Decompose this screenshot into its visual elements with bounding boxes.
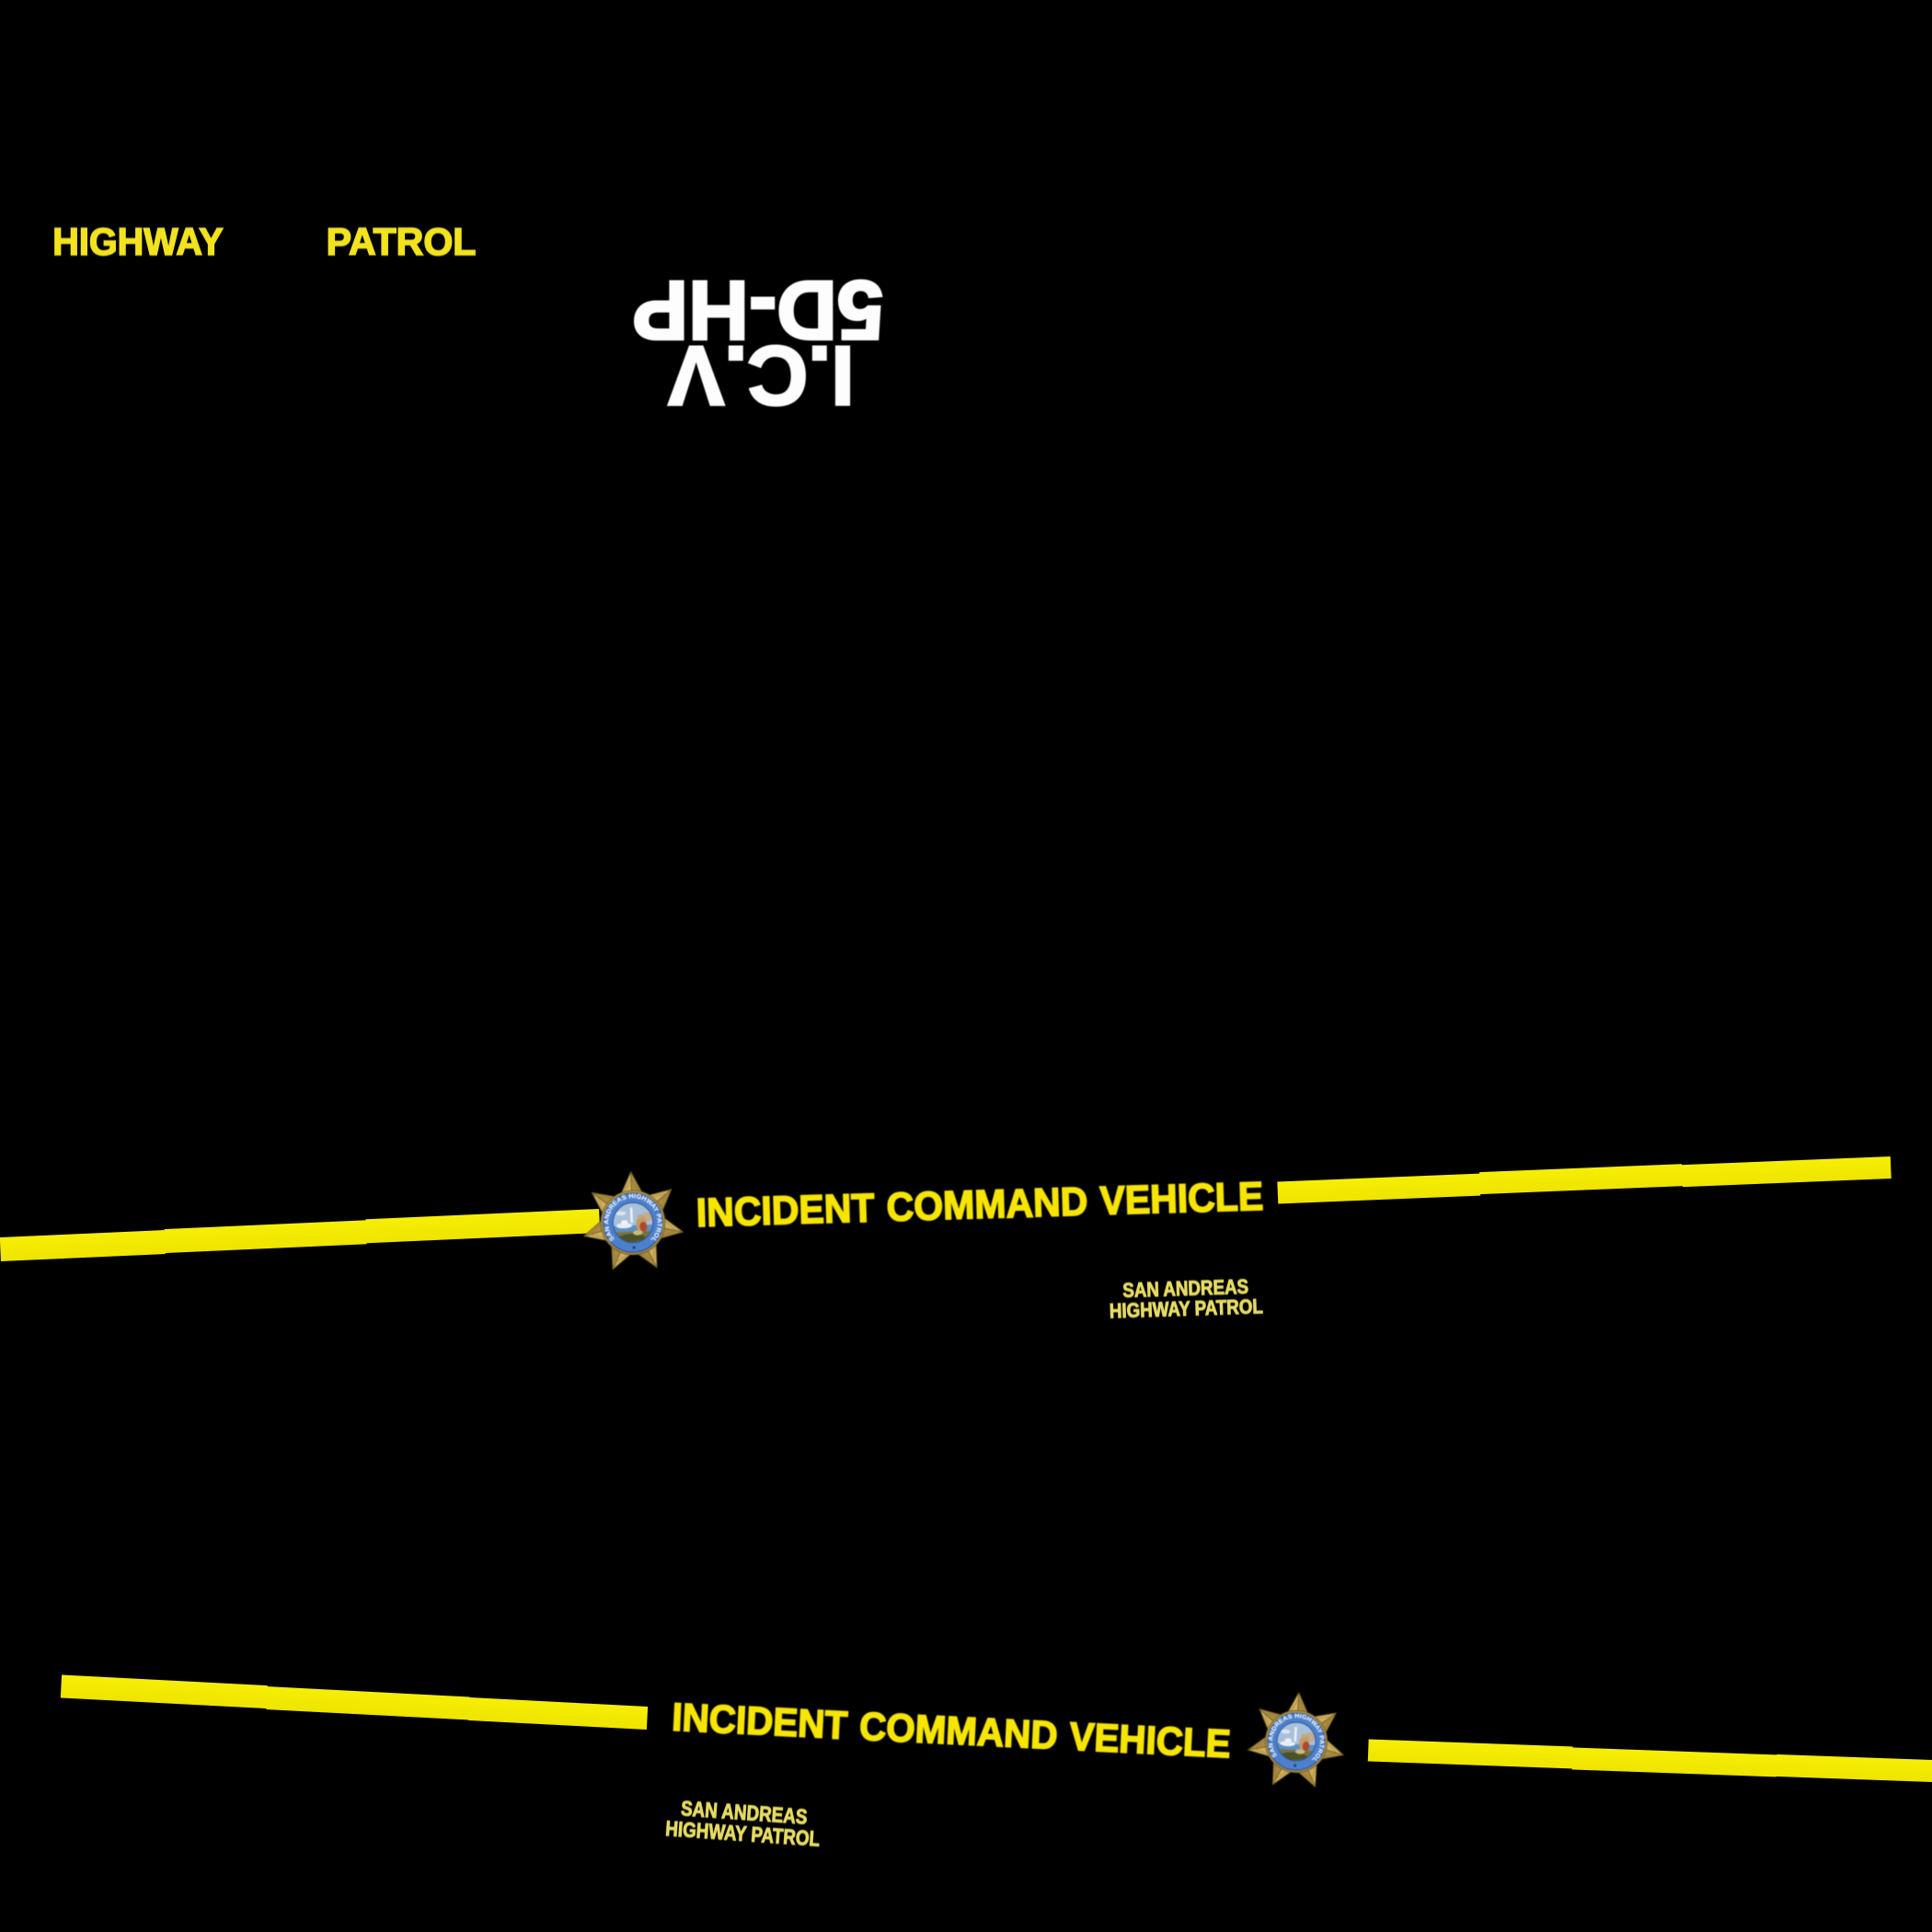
roof-callsign: I.C.V 5D-HP [631, 262, 885, 423]
badge-star-bottom: SAN ANDREAS HIGHWAY PATROL [1247, 1691, 1344, 1788]
mid-stripe-left-seg1 [0, 1229, 166, 1261]
mid-stripe-right-seg1 [1277, 1173, 1481, 1203]
bottom-stripe-left [60, 1674, 649, 1731]
roof-word-highway: HIGHWAY [52, 220, 224, 263]
mid-stripe-left [0, 1208, 601, 1261]
roof-word-patrol: PATROL [325, 220, 476, 263]
mid-agency-label: SAN ANDREAS HIGHWAY PATROL [1109, 1274, 1264, 1323]
bottom-stripe-left-seg2 [266, 1686, 470, 1720]
mid-stripe-right [1277, 1156, 1892, 1203]
mid-stripe-left-seg2 [164, 1219, 367, 1253]
bottom-stripe-left-seg3 [468, 1696, 649, 1731]
bottom-agency-label: SAN ANDREAS HIGHWAY PATROL [664, 1795, 822, 1850]
bottom-stripe-right-seg3 [1775, 1754, 1932, 1783]
bottom-stripe-left-seg1 [60, 1674, 268, 1709]
mid-stripe-right-seg2 [1479, 1163, 1683, 1194]
bottom-stripe-right-seg1 [1367, 1739, 1573, 1769]
mid-stripe-right-seg3 [1681, 1156, 1892, 1187]
mid-stripe-left-seg3 [365, 1208, 601, 1243]
badge-star-mid: SAN ANDREAS HIGHWAY PATROL [582, 1171, 684, 1271]
bottom-stripe-right-seg2 [1571, 1747, 1777, 1777]
roof-callsign-line1: I.C.V [667, 328, 856, 423]
bottom-banner-title: INCIDENT COMMAND VEHICLE [670, 1695, 1232, 1767]
mid-banner-title: INCIDENT COMMAND VEHICLE [695, 1173, 1264, 1236]
mid-agency-line2: HIGHWAY PATROL [1109, 1294, 1264, 1323]
bottom-stripe-right [1367, 1739, 1932, 1783]
